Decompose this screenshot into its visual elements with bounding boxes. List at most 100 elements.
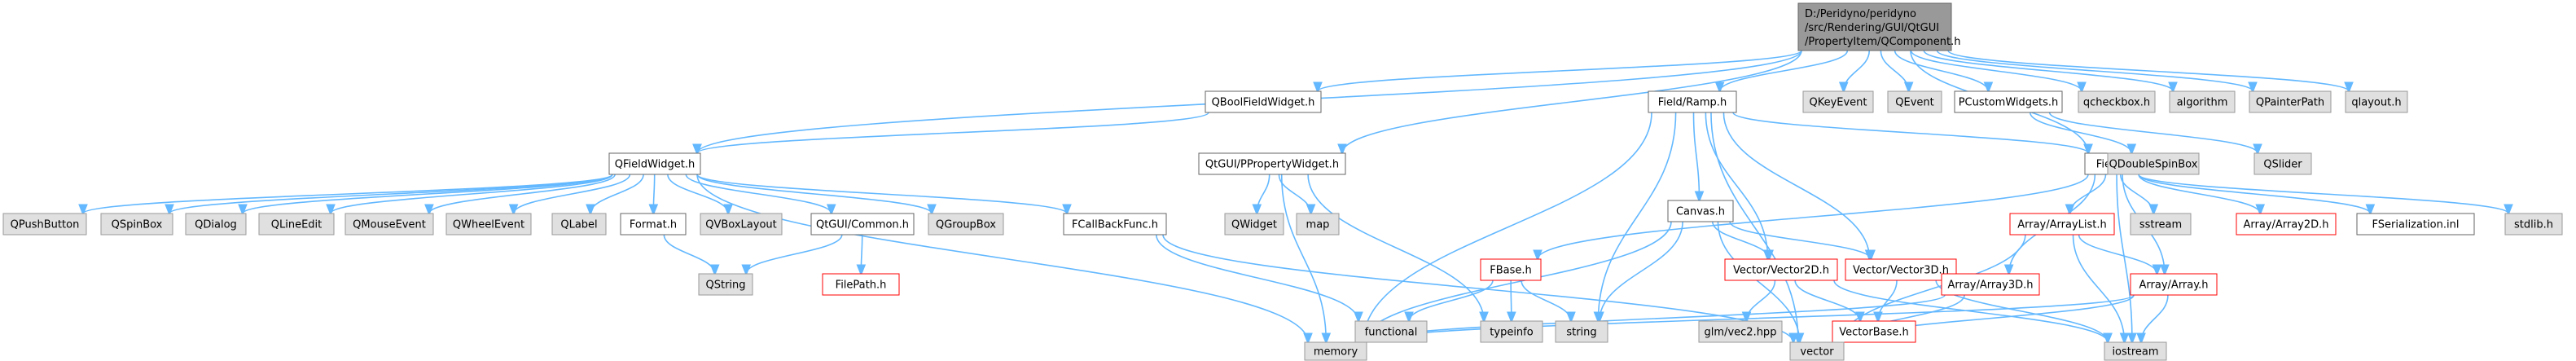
node-qmouseevent: QMouseEvent [344,213,434,236]
node-root-box [1797,2,1952,51]
node-functional-box [1354,320,1428,343]
node-qvboxlayout-label: QVBoxLayout [705,219,776,231]
node-stdlib-box [2504,213,2563,236]
node-map: map [1296,213,1340,236]
node-arrayh-label: Array/Array.h [2139,280,2209,292]
node-qgroupbox: QGroupBox [928,213,1004,236]
node-qtguipropwidget-box [1198,152,1346,175]
node-qgroupbox-label: QGroupBox [936,219,996,231]
node-qlabel-box [551,213,607,236]
node-qtguipropwidget[interactable]: QtGUI/PPropertyWidget.h [1198,152,1346,175]
node-vectorbase-box [1832,320,1916,343]
node-vector2d-label: Vector/Vector2D.h [1733,265,1829,277]
node-qkeyevent-box [1802,90,1874,113]
edge-fieldh-to-sstream [2119,174,2154,214]
edge-qfieldwidget-to-qspinbox [169,174,613,214]
node-qgroupbox-box [928,213,1004,236]
node-qslider-label: QSlider [2263,159,2302,171]
node-fcallbackfunc-label: FCallBackFunc.h [1072,219,1158,231]
node-qkeyevent: QKeyEvent [1802,90,1874,113]
node-sstream-box [2130,213,2192,236]
node-vectorbase[interactable]: VectorBase.h [1832,320,1916,343]
node-qcheckbox: qcheckbox.h [2078,90,2156,113]
node-pcustomwidgets-label: PCustomWidgets.h [1959,97,2059,109]
node-fieldramp[interactable]: Field/Ramp.h [1648,90,1737,113]
node-glmvec2-label: glm/vec2.hpp [1705,327,1777,339]
node-qtguicommon[interactable]: QtGUI/Common.h [810,213,915,236]
edge-fieldh-to-fserialization [2138,174,2370,214]
node-qlineedit-box [258,213,335,236]
node-map-label: map [1306,219,1330,231]
node-filepath[interactable]: FilePath.h [822,273,900,296]
node-qlineedit: QLineEdit [258,213,335,236]
node-qpushbutton-label: QPushButton [11,219,80,231]
node-string-box [1555,320,1608,343]
edge-qfieldwidget-to-qvboxlayout [667,174,728,214]
edge-root-to-qboolfieldwidget [1318,50,1802,91]
edge-qtguipropwidget-to-qwidget [1257,174,1270,214]
node-memory-box [1304,341,1367,361]
edge-root-to-qlayout [1947,50,2349,91]
node-vector-label: vector [1800,346,1834,359]
edge-arraylist-to-iostream [2072,234,2125,342]
edge-fieldramp-to-string [1598,112,1677,321]
node-fbase-box [1480,258,1542,281]
node-typeinfo-label: typeinfo [1490,327,1533,339]
edge-root-to-fieldramp [1720,50,1849,91]
node-canvash[interactable]: Canvas.h [1667,200,1734,222]
node-fbase[interactable]: FBase.h [1480,258,1542,281]
edge-qfieldwidget-to-qwheelevent [514,174,631,214]
edge-qfieldwidget-to-qpushbutton [83,174,613,214]
edge-qfieldwidget-to-qdialog [243,174,613,214]
node-arrayh-box [2130,273,2218,296]
node-qcheckbox-label: qcheckbox.h [2083,97,2150,109]
node-qtguipropwidget-label: QtGUI/PPropertyWidget.h [1205,159,1339,171]
node-array2d-box [2236,213,2337,236]
node-qevent-label: QEvent [1895,97,1933,109]
node-arrayh[interactable]: Array/Array.h [2130,273,2218,296]
node-vector3d[interactable]: Vector/Vector3D.h [1845,258,1957,281]
node-formath[interactable]: Format.h [620,213,687,236]
node-qboolfieldwidget[interactable]: QBoolFieldWidget.h [1205,90,1322,113]
node-array3d-box [1941,273,2040,296]
edge-qfieldwidget-to-qmouseevent [429,174,616,214]
edge-qfieldwidget-to-memory [696,174,1308,342]
node-pcustomwidgets[interactable]: PCustomWidgets.h [1954,90,2063,113]
node-vector3d-box [1845,258,1957,281]
node-fserialization[interactable]: FSerialization.inl [2356,213,2475,236]
node-qfieldwidget-box [608,152,701,175]
node-root[interactable]: D:/Peridyno/peridyno/src/Rendering/GUI/Q… [1797,2,1960,51]
edge-root-to-qevent [1880,50,1908,91]
node-array2d[interactable]: Array/Array2D.h [2236,213,2337,236]
node-map-box [1296,213,1340,236]
node-qspinbox-label: QSpinBox [112,219,163,231]
node-qevent: QEvent [1887,90,1942,113]
edge-vector3d-to-vectorbase [1878,280,1898,321]
edge-pcustomwidgets-to-qdoublespinbox [2029,112,2132,153]
edge-vector2d-to-glmvec2 [1747,280,1776,321]
node-qspinbox: QSpinBox [100,213,173,236]
node-formath-label: Format.h [630,219,677,231]
edge-root-to-qpainterpath [1936,50,2253,91]
node-array3d[interactable]: Array/Array3D.h [1941,273,2040,296]
node-fcallbackfunc[interactable]: FCallBackFunc.h [1063,213,1167,236]
edge-formath-to-qstring [663,234,714,274]
node-root-label-line-1: D:/Peridyno/peridyno [1805,8,1916,20]
node-qboolfieldwidget-box [1205,90,1322,113]
node-functional-label: functional [1365,327,1418,339]
node-qfieldwidget[interactable]: QFieldWidget.h [608,152,701,175]
node-qdialog: QDialog [185,213,247,236]
edge-vector2d-to-iostream [1833,280,2108,342]
node-string-label: string [1566,327,1596,339]
edge-canvash-to-vector2d [1712,221,1769,259]
node-arraylist[interactable]: Array/ArrayList.h [2009,213,2115,236]
node-vector2d[interactable]: Vector/Vector2D.h [1724,258,1838,281]
node-qlabel-label: QLabel [560,219,597,231]
node-qboolfieldwidget-label: QBoolFieldWidget.h [1212,97,1315,109]
edge-canvash-to-vector [1717,221,1799,342]
node-qtguicommon-label: QtGUI/Common.h [816,219,909,231]
node-fserialization-label: FSerialization.inl [2372,219,2460,231]
node-qdoublespinbox-label: QDoubleSpinBox [2109,159,2198,171]
node-qslider: QSlider [2253,152,2312,175]
